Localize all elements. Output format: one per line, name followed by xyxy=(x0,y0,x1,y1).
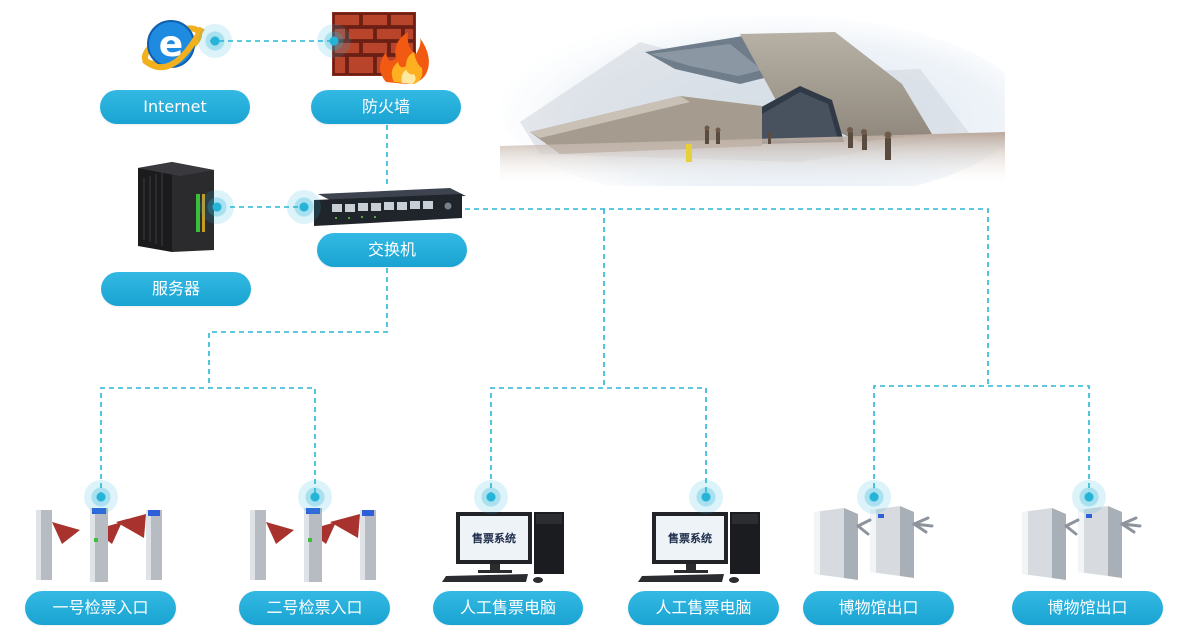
server-icon xyxy=(138,162,214,252)
label-entrance-2: 二号检票入口 xyxy=(239,591,390,625)
entrance-gate-2 xyxy=(246,500,384,584)
label-switch: 交换机 xyxy=(317,233,467,267)
label-internet: Internet xyxy=(100,90,250,124)
exit-turnstile-1 xyxy=(808,500,942,584)
connection-point xyxy=(298,480,332,514)
connection-point xyxy=(84,480,118,514)
desktop-computer-icon: 售票系统 xyxy=(442,512,564,583)
flap-gate-icon xyxy=(250,508,376,582)
label-firewall: 防火墙 xyxy=(311,90,461,124)
ticket-pc-2: 售票系统 xyxy=(636,508,764,584)
label-ticket-pc-1: 人工售票电脑 xyxy=(433,591,583,625)
desktop-computer-icon: 售票系统 xyxy=(638,512,760,583)
screen-title: 售票系统 xyxy=(667,531,712,545)
flap-gate-icon xyxy=(36,508,162,582)
label-exit-1: 博物馆出口 xyxy=(803,591,954,625)
label-exit-2: 博物馆出口 xyxy=(1012,591,1163,625)
connection-point xyxy=(287,190,321,224)
connection-point xyxy=(689,480,723,514)
label-entrance-1: 一号检票入口 xyxy=(25,591,176,625)
ticket-pc-1: 售票系统 xyxy=(440,508,568,584)
switch-node xyxy=(310,186,468,228)
tripod-turnstile-icon xyxy=(814,506,934,580)
connection-point xyxy=(474,480,508,514)
tripod-turnstile-icon xyxy=(1022,506,1142,580)
ie-browser-icon: e xyxy=(141,20,205,71)
entrance-gate-1 xyxy=(32,500,170,584)
label-ticket-pc-2: 人工售票电脑 xyxy=(628,591,779,625)
connection-point xyxy=(200,190,234,224)
connection-point xyxy=(857,480,891,514)
network-switch-icon xyxy=(314,188,466,226)
museum-building-image xyxy=(500,14,1005,186)
connection-point xyxy=(1072,480,1106,514)
server-node xyxy=(134,160,218,256)
exit-turnstile-2 xyxy=(1016,500,1150,584)
connection-point xyxy=(198,24,232,58)
screen-title: 售票系统 xyxy=(471,531,516,545)
connection-point xyxy=(317,24,351,58)
internet-node: e xyxy=(136,6,212,84)
label-server: 服务器 xyxy=(101,272,251,306)
